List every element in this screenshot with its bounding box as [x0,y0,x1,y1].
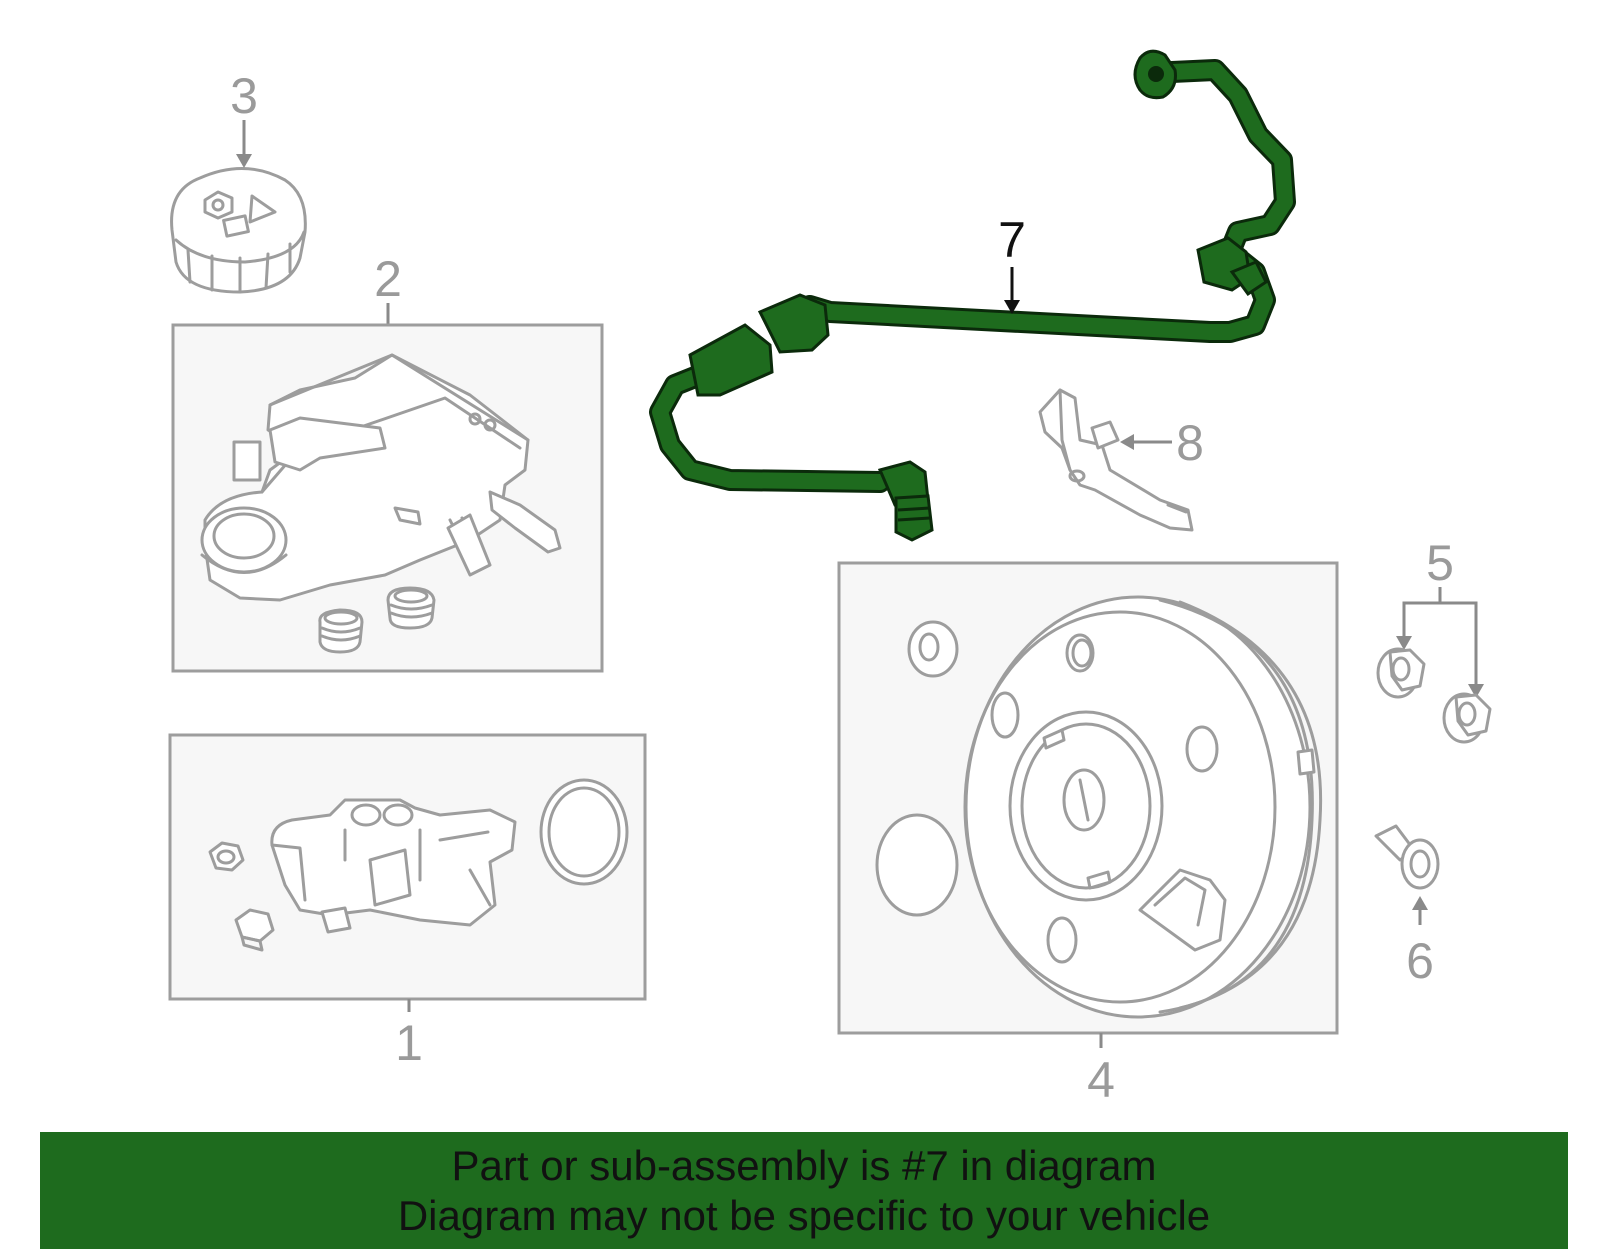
part-1-seal-ring[interactable] [539,778,629,886]
part-5-flange-nuts[interactable] [1376,647,1492,744]
part-7-vacuum-hose[interactable] [649,49,1296,542]
arrow-3-icon [236,154,252,168]
callout-3[interactable]: 3 [230,68,258,124]
banner-line-part: Part or sub-assembly is #7 in diagram [451,1141,1157,1189]
part-4-gasket[interactable] [875,813,959,917]
part-6-bolt[interactable] [1374,824,1440,890]
part-3-reservoir-cap[interactable] [170,167,307,294]
callout-8[interactable]: 8 [1176,415,1204,471]
part-8-bracket[interactable] [1038,388,1194,532]
arrow-6-icon [1412,896,1428,910]
banner-line-disclaimer: Diagram may not be specific to your vehi… [397,1191,1211,1239]
part-4-seal-washer[interactable] [907,620,959,678]
part-2-reservoir[interactable] [200,353,562,602]
callout-1[interactable]: 1 [395,1015,423,1071]
arrow-7-icon [1004,300,1020,314]
callout-4[interactable]: 4 [1087,1052,1115,1108]
arrow-5b-icon [1468,684,1484,698]
callout-5[interactable]: 5 [1426,535,1454,591]
arrow-8-icon [1120,434,1134,450]
callout-6[interactable]: 6 [1406,933,1434,989]
info-banner: Part or sub-assembly is #7 in diagram Di… [40,1132,1568,1249]
arrow-5a-icon [1396,636,1412,650]
callout-7[interactable]: 7 [998,212,1026,268]
part-4-brake-booster[interactable] [963,595,1323,1019]
part-2-grommets[interactable] [318,586,436,654]
part-1-nuts[interactable] [208,841,275,952]
part-1-master-cylinder[interactable] [270,798,517,934]
callout-2[interactable]: 2 [374,251,402,307]
